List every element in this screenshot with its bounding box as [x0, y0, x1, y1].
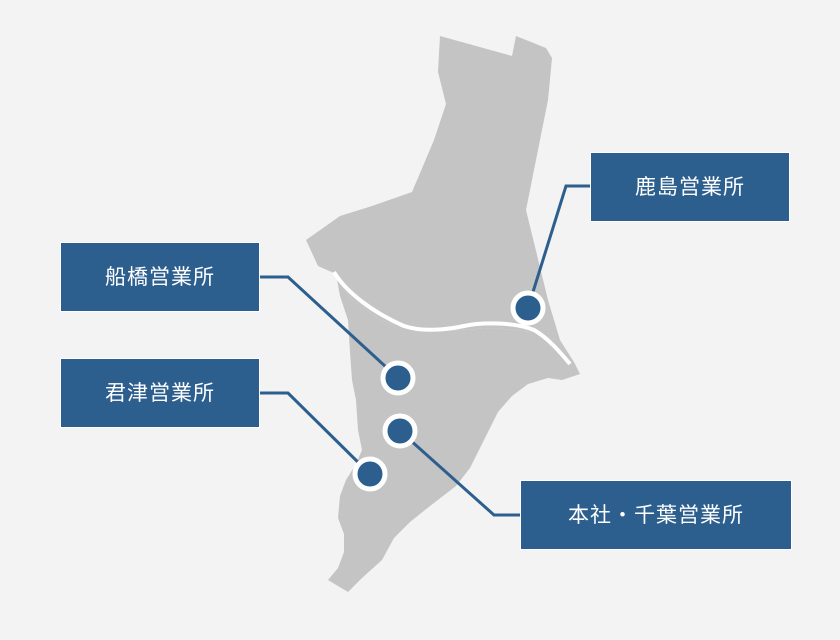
- office-label-chiba-hq[interactable]: 本社・千葉営業所: [520, 480, 792, 550]
- connector-kashima: [526, 184, 590, 309]
- office-label-kimitsu[interactable]: 君津営業所: [60, 358, 260, 428]
- marker-funabashi[interactable]: [380, 360, 416, 396]
- connector-chiba: [399, 429, 520, 517]
- region-ibaraki: [306, 36, 574, 362]
- region-chiba: [328, 274, 580, 592]
- prefecture-border: [332, 270, 572, 366]
- marker-chiba[interactable]: [382, 413, 418, 449]
- office-label-funabashi[interactable]: 船橋営業所: [60, 242, 260, 312]
- marker-kimitsu[interactable]: [352, 456, 388, 492]
- marker-kashima[interactable]: [510, 290, 546, 326]
- connector-funabashi: [260, 275, 400, 380]
- office-label-kashima[interactable]: 鹿島営業所: [590, 152, 790, 222]
- connector-kimitsu: [260, 391, 372, 476]
